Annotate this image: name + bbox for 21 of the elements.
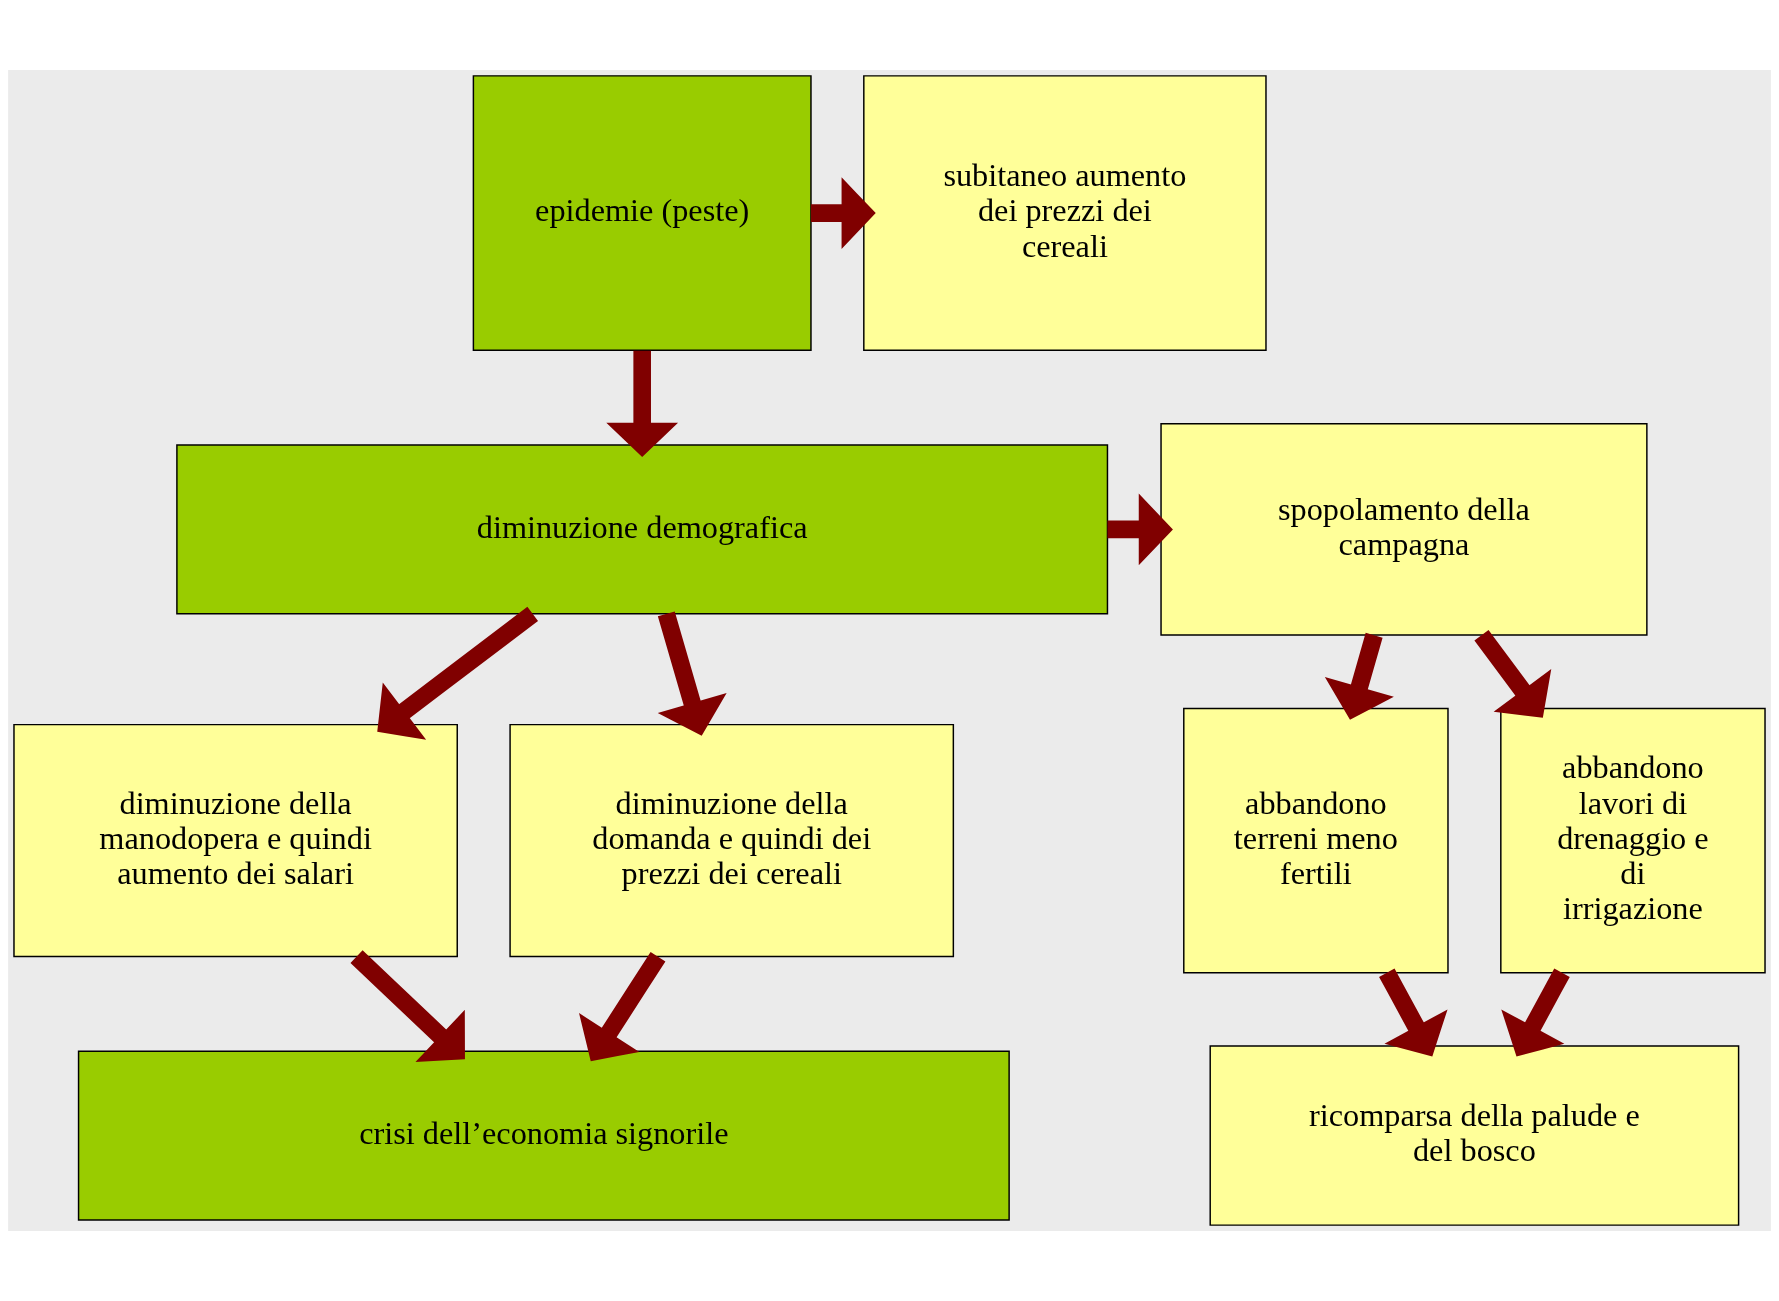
node-box: diminuzione della domanda e quindi dei prezzi dei cereali xyxy=(509,723,955,958)
arrow xyxy=(811,177,876,249)
arrow xyxy=(606,350,679,457)
arrow xyxy=(377,606,538,740)
arrow xyxy=(579,951,666,1062)
node-box: epidemie (peste) xyxy=(472,75,812,352)
arrow xyxy=(1501,968,1570,1057)
node-box: spopolamento della campagna xyxy=(1160,423,1648,636)
arrow xyxy=(1379,968,1448,1057)
node-box: ricomparsa della palude e del bosco xyxy=(1209,1045,1740,1226)
node-box: diminuzione della manodopera e quindi aumento dei salari xyxy=(13,723,458,958)
arrow xyxy=(1474,630,1552,718)
node-box: diminuzione demografica xyxy=(176,444,1109,615)
arrow xyxy=(350,950,465,1062)
node-box: abbandono terreni meno fertili xyxy=(1183,707,1449,974)
arrow xyxy=(1324,632,1394,720)
node-box: subitaneo aumento dei prezzi dei cereali xyxy=(863,75,1267,352)
node-box: abbandono lavori di drenaggio e di irrigazione xyxy=(1500,707,1766,974)
arrow xyxy=(1107,493,1173,566)
node-box: crisi dell’economia signorile xyxy=(77,1050,1010,1221)
arrow xyxy=(657,611,727,736)
